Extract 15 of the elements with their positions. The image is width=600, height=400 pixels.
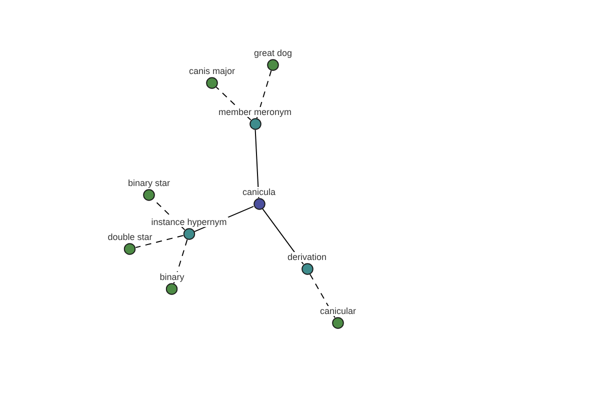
node-label: binary (158, 272, 186, 282)
node-label: canicular (318, 306, 358, 316)
dashed-connector (216, 86, 252, 120)
dashed-connector (135, 235, 184, 248)
node-label: great dog (252, 48, 294, 58)
node-label: binary star (126, 178, 172, 188)
node-label: instance hypernym (150, 217, 228, 227)
dashed-connector (256, 70, 272, 119)
node-label: canis major (188, 66, 236, 76)
node-label: double star (106, 232, 154, 242)
dashed-connector (173, 239, 188, 284)
node-label: canicula (241, 187, 277, 197)
node-label: member meronym (218, 107, 292, 117)
dashed-connector (310, 274, 336, 318)
node-label: derivation (286, 252, 328, 262)
